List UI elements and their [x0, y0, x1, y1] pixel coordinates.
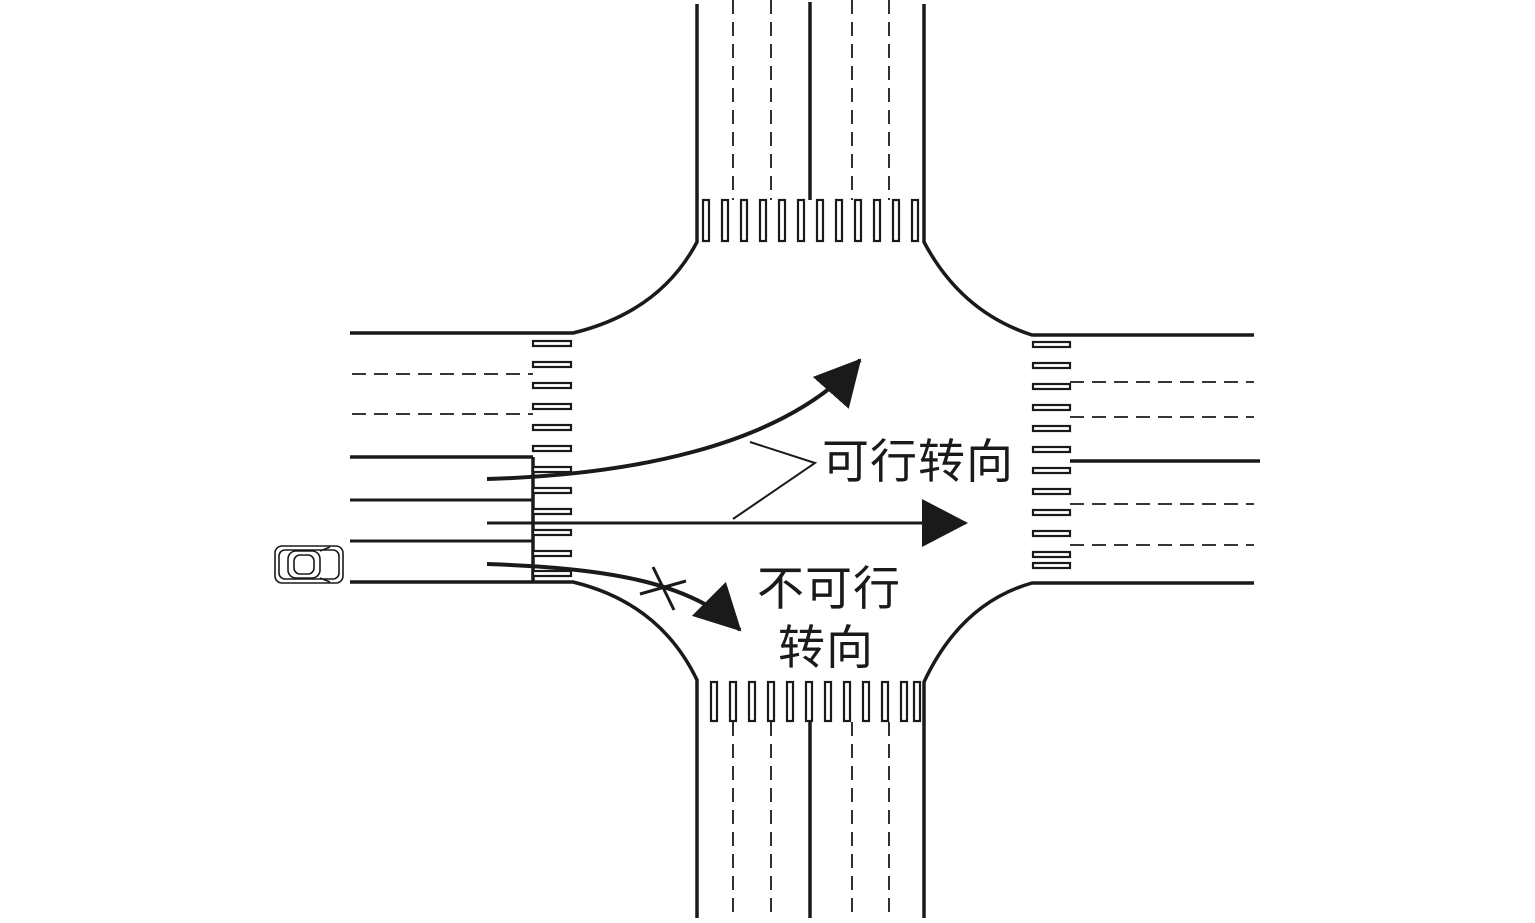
road-edges [350, 4, 1254, 918]
car-top-view-icon [274, 545, 344, 584]
crosswalk-west [531, 339, 573, 578]
forbidden-right-turn-arrow [486, 562, 742, 632]
west-lane-dividers [350, 498, 533, 543]
allowed-turn-label: 可行转向 [822, 435, 1014, 490]
crosswalk-north [701, 198, 920, 243]
forbidden-turn-label-line1: 不可行 [757, 562, 901, 617]
crosswalk-south [709, 680, 922, 723]
dashed-lane-lines [352, 0, 1254, 918]
allowed-left-turn-arrow [486, 358, 862, 481]
label-pointer-lines [732, 441, 818, 520]
forbidden-turn-label-line2: 转向 [778, 621, 874, 676]
crosswalk-east [1031, 340, 1072, 570]
x-mark-icon [639, 566, 687, 611]
